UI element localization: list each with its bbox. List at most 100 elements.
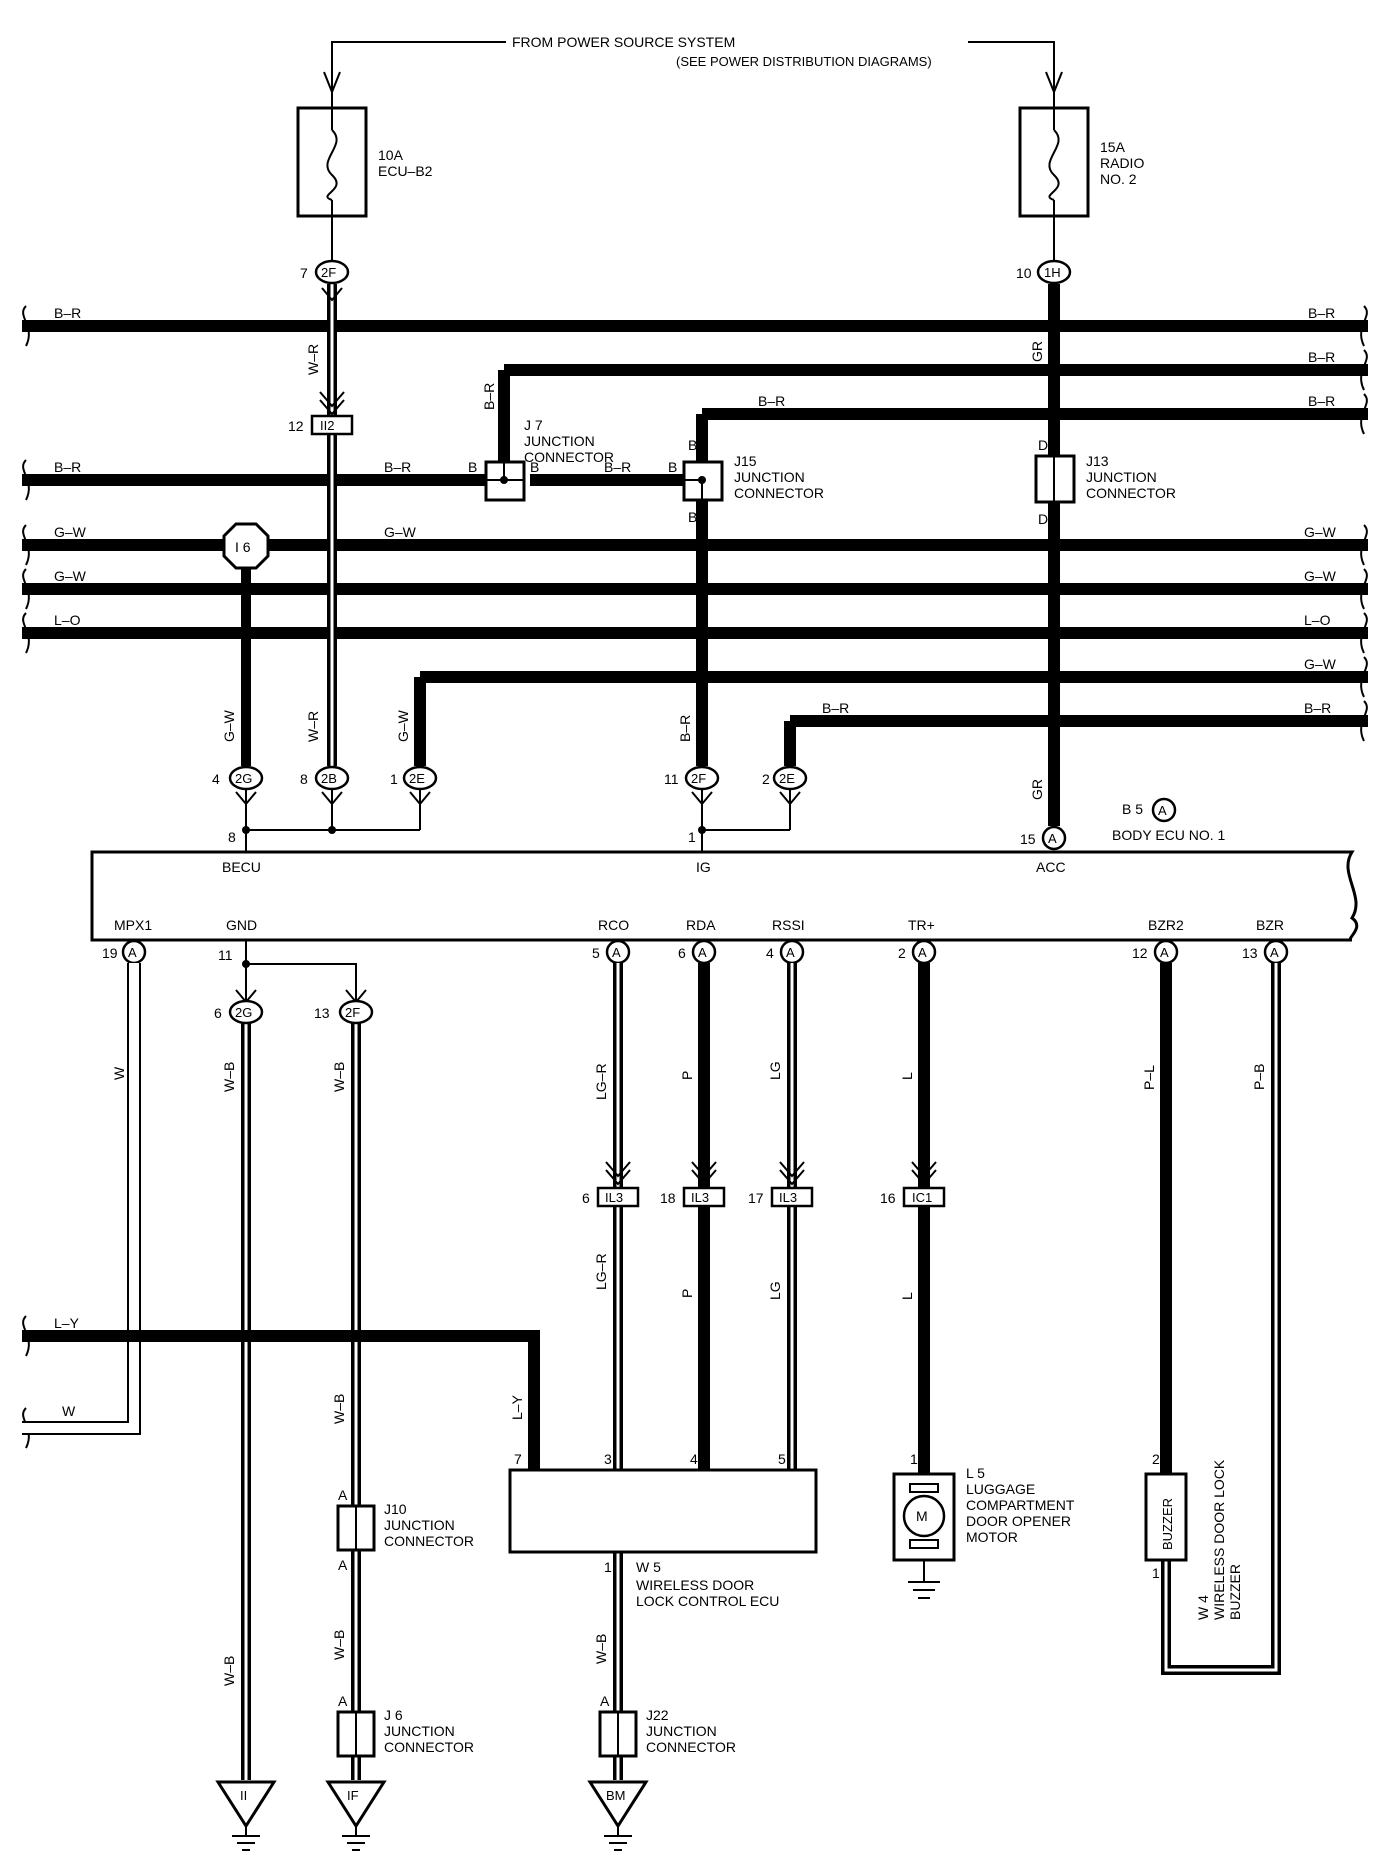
svg-text:D: D bbox=[1038, 511, 1048, 527]
svg-text:2F: 2F bbox=[691, 771, 706, 786]
svg-text:B–R: B–R bbox=[54, 305, 81, 321]
svg-text:TR+: TR+ bbox=[908, 917, 935, 933]
svg-text:11: 11 bbox=[218, 947, 233, 963]
svg-text:1: 1 bbox=[910, 1451, 918, 1467]
svg-text:J10: J10 bbox=[384, 1501, 407, 1517]
svg-text:B–R: B–R bbox=[1304, 700, 1331, 716]
svg-text:A: A bbox=[128, 945, 137, 960]
svg-text:12: 12 bbox=[288, 418, 304, 434]
svg-text:LG–R: LG–R bbox=[593, 1253, 609, 1290]
svg-text:B–R: B–R bbox=[822, 700, 849, 716]
svg-text:LOCK CONTROL ECU: LOCK CONTROL ECU bbox=[636, 1593, 779, 1609]
svg-text:IC1: IC1 bbox=[912, 1190, 932, 1205]
svg-text:JUNCTION: JUNCTION bbox=[734, 469, 805, 485]
svg-text:J 7: J 7 bbox=[524, 417, 543, 433]
svg-text:L–O: L–O bbox=[54, 612, 81, 628]
svg-text:1: 1 bbox=[1152, 1565, 1160, 1581]
svg-text:GR: GR bbox=[1029, 779, 1045, 800]
svg-text:A: A bbox=[918, 945, 927, 960]
junction-j6: A J 6 JUNCTION CONNECTOR bbox=[336, 1693, 474, 1758]
svg-text:BUZZER: BUZZER bbox=[1160, 1498, 1175, 1550]
svg-text:BUZZER: BUZZER bbox=[1227, 1564, 1243, 1620]
w4-buzzer: 2 BUZZER 1 W 4 WIRELESS DOOR LOCK BUZZER bbox=[1144, 1451, 1243, 1620]
svg-text:4: 4 bbox=[212, 771, 220, 787]
svg-text:MPX1: MPX1 bbox=[114, 917, 152, 933]
svg-text:B–R: B–R bbox=[1308, 305, 1335, 321]
svg-text:W: W bbox=[62, 1403, 76, 1419]
svg-text:6: 6 bbox=[214, 1005, 222, 1021]
connector-II2: II2 12 bbox=[288, 391, 354, 436]
svg-text:G–W: G–W bbox=[54, 568, 87, 584]
svg-text:W: W bbox=[111, 1066, 127, 1080]
svg-text:4: 4 bbox=[766, 945, 774, 961]
svg-text:GND: GND bbox=[226, 917, 257, 933]
break-marks bbox=[22, 305, 1368, 1449]
source-title: FROM POWER SOURCE SYSTEM bbox=[512, 34, 735, 50]
svg-text:LG–R: LG–R bbox=[593, 1063, 609, 1100]
svg-text:P–B: P–B bbox=[1251, 1064, 1267, 1090]
fuse-radio-no2: 15A RADIO NO. 2 bbox=[1018, 92, 1144, 218]
svg-text:I 6: I 6 bbox=[235, 539, 251, 555]
svg-text:W–B: W–B bbox=[331, 1062, 347, 1092]
svg-text:J22: J22 bbox=[646, 1707, 669, 1723]
svg-text:IL3: IL3 bbox=[605, 1190, 623, 1205]
svg-text:2: 2 bbox=[898, 945, 906, 961]
svg-text:2: 2 bbox=[1152, 1451, 1160, 1467]
svg-text:18: 18 bbox=[660, 1190, 676, 1206]
svg-text:JUNCTION: JUNCTION bbox=[524, 433, 595, 449]
svg-text:4: 4 bbox=[690, 1451, 698, 1467]
svg-text:G–W: G–W bbox=[1304, 524, 1337, 540]
motor-icon: M bbox=[916, 1508, 928, 1524]
svg-text:A: A bbox=[1160, 945, 1169, 960]
ecu-bottom-pins: A19 11 A5 A6 A4 A2 A12 A13 bbox=[102, 939, 1289, 965]
ground-bm: BM bbox=[587, 1780, 649, 1851]
lower-connectors: 2G 6 2F 13 bbox=[214, 989, 374, 1025]
svg-text:B–R: B–R bbox=[677, 715, 693, 742]
svg-text:13: 13 bbox=[314, 1005, 330, 1021]
fuse-amp-label: 15A bbox=[1100, 139, 1126, 155]
svg-text:IL3: IL3 bbox=[691, 1190, 709, 1205]
svg-text:10: 10 bbox=[1016, 265, 1032, 281]
svg-text:RCO: RCO bbox=[598, 917, 629, 933]
svg-text:8: 8 bbox=[300, 771, 308, 787]
svg-text:L: L bbox=[899, 1072, 915, 1080]
upper-wire-labels: W–R GR B–R G–W W–R G–W B–R GR bbox=[221, 341, 1045, 800]
svg-text:P: P bbox=[679, 1071, 695, 1080]
svg-text:W–B: W–B bbox=[221, 1656, 237, 1686]
junction-j15: B B B J15 JUNCTION CONNECTOR bbox=[668, 437, 824, 525]
svg-text:JUNCTION: JUNCTION bbox=[384, 1517, 455, 1533]
svg-text:A: A bbox=[338, 1693, 348, 1709]
svg-text:W–R: W–R bbox=[305, 344, 321, 375]
body-ecu-no1: BECU IG ACC MPX1 GND RCO RDA RSSI TR+ BZ… bbox=[90, 850, 1359, 942]
junction-j13: D D J13 JUNCTION CONNECTOR bbox=[1034, 437, 1176, 527]
svg-text:A: A bbox=[1158, 803, 1167, 818]
svg-text:16: 16 bbox=[880, 1190, 896, 1206]
upper-verticals bbox=[241, 284, 1060, 826]
svg-text:A: A bbox=[698, 945, 707, 960]
ground-if: IF bbox=[325, 1780, 387, 1851]
svg-text:A: A bbox=[612, 945, 621, 960]
svg-text:JUNCTION: JUNCTION bbox=[646, 1723, 717, 1739]
svg-text:J13: J13 bbox=[1086, 453, 1109, 469]
svg-text:B: B bbox=[468, 459, 477, 475]
svg-text:MOTOR: MOTOR bbox=[966, 1529, 1018, 1545]
fuse-name-label: NO. 2 bbox=[1100, 171, 1137, 187]
svg-text:D: D bbox=[1038, 437, 1048, 453]
junction-j10: A A J10 JUNCTION CONNECTOR bbox=[336, 1487, 474, 1573]
fuse-ecu-b2: 10A ECU–B2 bbox=[296, 92, 433, 218]
svg-text:II: II bbox=[240, 1788, 247, 1803]
svg-text:5: 5 bbox=[592, 945, 600, 961]
svg-text:IG: IG bbox=[696, 859, 711, 875]
svg-text:2E: 2E bbox=[409, 771, 425, 786]
svg-text:B–R: B–R bbox=[54, 459, 81, 475]
svg-text:1H: 1H bbox=[1044, 265, 1061, 280]
svg-text:LUGGAGE: LUGGAGE bbox=[966, 1481, 1035, 1497]
svg-text:6: 6 bbox=[582, 1190, 590, 1206]
fuse-name-label: RADIO bbox=[1100, 155, 1144, 171]
svg-text:19: 19 bbox=[102, 945, 118, 961]
svg-text:LG: LG bbox=[767, 1061, 783, 1080]
svg-text:3: 3 bbox=[604, 1451, 612, 1467]
svg-text:JUNCTION: JUNCTION bbox=[1086, 469, 1157, 485]
connector-i6: I 6 bbox=[222, 522, 270, 570]
l5-luggage-motor: 1 M L 5 LUGGAGE COMPARTMENT DOOR OPENER … bbox=[892, 1451, 1075, 1599]
